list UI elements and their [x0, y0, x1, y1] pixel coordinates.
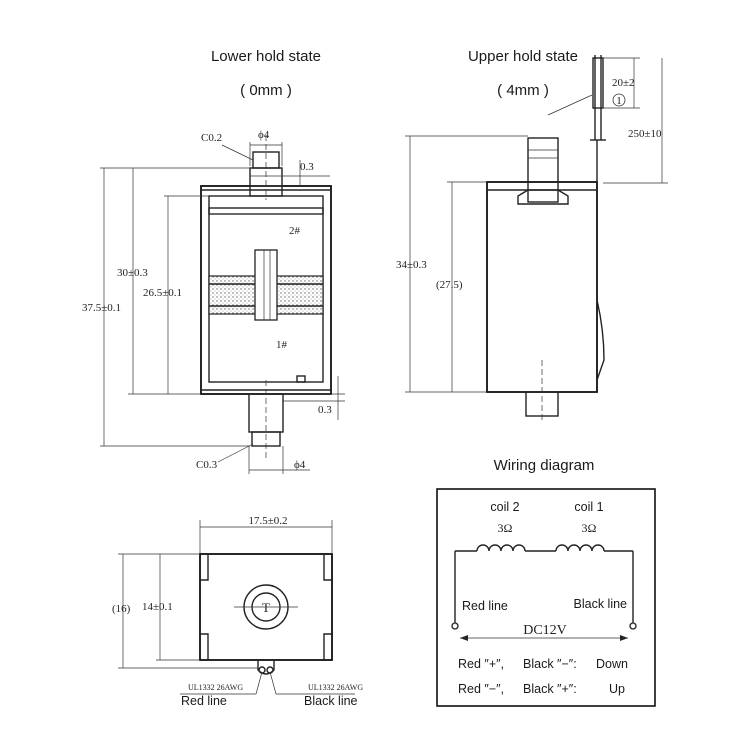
lower-view-stroke: ( 0mm ) [240, 82, 292, 99]
dim-20: 20±2 [612, 77, 635, 89]
upper-bottom-shaft [525, 391, 559, 417]
upper-view-title: Upper hold state [468, 48, 578, 65]
shaft-dia-top: ϕ4 [258, 129, 270, 141]
coil2-symbol [476, 544, 526, 552]
top-black-line-label: Black line [304, 694, 358, 708]
wire-spec-right: UL1332 26AWG [308, 683, 363, 692]
dim-34: 34±0.3 [396, 259, 427, 271]
gap-bottom: 0.3 [318, 404, 332, 416]
wiring-frame [436, 488, 656, 707]
top-red-line-label: Red line [181, 694, 227, 708]
height-outer: (16) [112, 603, 131, 615]
dim-26-5: 26.5±0.1 [143, 287, 182, 299]
lower-view-title: Lower hold state [211, 48, 321, 65]
center-mark: T [262, 600, 270, 615]
wiring-title: Wiring diagram [494, 457, 595, 474]
top-view: T 17.5±0.2 (16) 14±0.1 UL1332 26AWG UL13… [112, 515, 363, 708]
black-terminal [629, 622, 637, 630]
coil1-label: coil 1 [574, 500, 603, 514]
coil1-resistance: 3Ω [582, 521, 597, 535]
upper-view-stroke: ( 4mm ) [497, 82, 549, 99]
callout-circle [612, 93, 626, 107]
row1-red: Red ″+″, [458, 657, 504, 671]
chamfer-bottom: C0.3 [196, 459, 218, 471]
wiring-red-line: Red line [462, 599, 508, 613]
dim-27-5: (27.5) [436, 279, 463, 291]
row1-state: Down [596, 657, 628, 671]
wiring-diagram: Wiring diagram coil 2 coil 1 3Ω 3Ω Red l… [436, 457, 656, 707]
coil-1-label: 1# [276, 339, 288, 351]
upper-hold-view: Upper hold state ( 4mm ) 34±0.3 (27.5) 2… [396, 48, 668, 420]
shaft-dia-bottom: ϕ4 [294, 459, 306, 471]
coil2-resistance: 3Ω [498, 521, 513, 535]
row2-state: Up [609, 682, 625, 696]
width-dim: 17.5±0.2 [248, 515, 287, 527]
row2-black: Black ″+″: [523, 682, 577, 696]
plunger [254, 249, 278, 321]
coil-2-label: 2# [289, 225, 301, 237]
chamfer-top: C0.2 [201, 132, 222, 144]
dim-30: 30±0.3 [117, 267, 148, 279]
coil2-label: coil 2 [490, 500, 519, 514]
gap-top: 0.3 [300, 161, 314, 173]
dim-37-5: 37.5±0.1 [82, 302, 121, 314]
dim-250: 250±10 [628, 128, 662, 140]
row2-red: Red ″−″, [458, 682, 504, 696]
lower-hold-view: Lower hold state ( 0mm ) 2# 1# C0.2 [82, 48, 345, 474]
height-inner: 14±0.1 [142, 601, 173, 613]
top-view-outline [199, 553, 333, 661]
upper-top-shaft [527, 137, 559, 203]
wiring-black-line: Black line [574, 597, 628, 611]
wire-spec-left: UL1332 26AWG [188, 683, 243, 692]
row1-black: Black ″−″: [523, 657, 577, 671]
callout-number: 1 [616, 95, 622, 107]
coil1-symbol [555, 544, 605, 552]
red-terminal [451, 622, 459, 630]
supply-voltage: DC12V [523, 623, 567, 638]
